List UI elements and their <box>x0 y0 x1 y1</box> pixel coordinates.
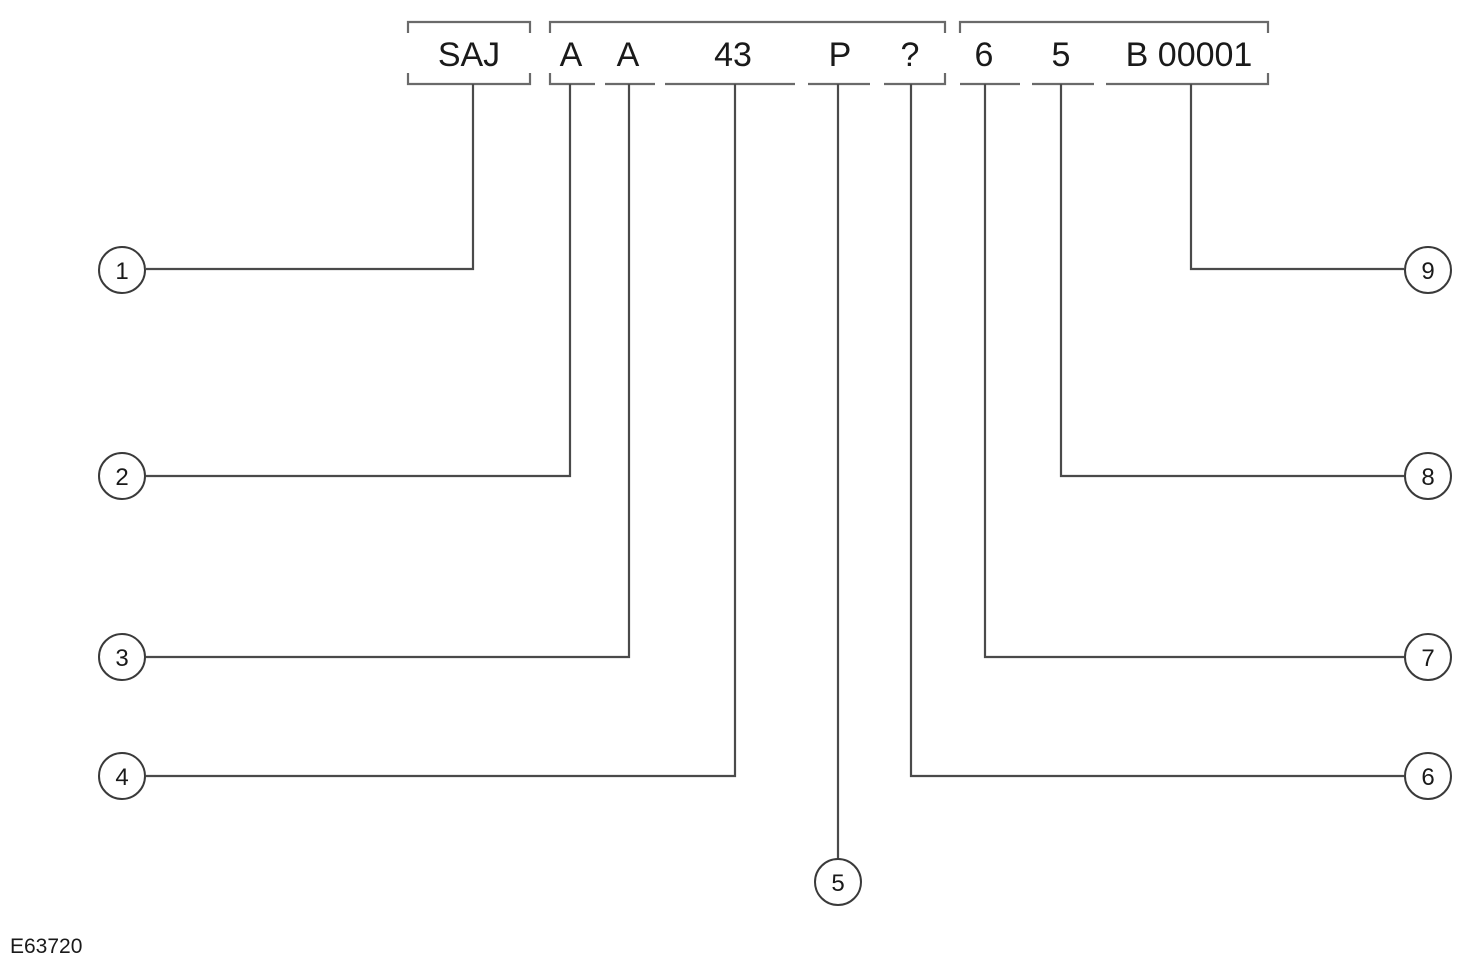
leader-line-2 <box>146 84 572 478</box>
callout-5: 5 <box>814 858 862 906</box>
vin-segment-p: P <box>829 36 852 74</box>
leader-line-3 <box>146 84 631 659</box>
svg-text:1: 1 <box>115 258 128 285</box>
bracket-saj <box>406 20 532 86</box>
callout-9: 9 <box>1404 246 1452 294</box>
vin-segment-b00001: B 00001 <box>1126 36 1253 74</box>
svg-text:4: 4 <box>115 764 128 791</box>
callouts: 1 2 3 4 5 6 7 8 <box>98 246 1452 906</box>
leader-line-4 <box>146 84 737 778</box>
vin-segment-labels: SAJ A A 43 P ? 6 5 B 00001 <box>438 36 1253 74</box>
svg-text:2: 2 <box>115 464 128 491</box>
callout-6: 6 <box>1404 752 1452 800</box>
callout-7: 7 <box>1404 633 1452 681</box>
leader-line-6 <box>909 84 1404 778</box>
vin-segment-a2: A <box>617 36 640 74</box>
vin-segment-43: 43 <box>714 36 752 74</box>
callout-2: 2 <box>98 452 146 500</box>
callout-8: 8 <box>1404 452 1452 500</box>
bracket-serial-group <box>958 20 1270 86</box>
svg-text:3: 3 <box>115 645 128 672</box>
leader-line-1 <box>146 84 475 271</box>
callout-3: 3 <box>98 633 146 681</box>
leader-lines <box>146 84 1404 859</box>
leader-line-7 <box>983 84 1404 659</box>
figure-id: E63720 <box>10 935 82 958</box>
vin-segment-saj: SAJ <box>438 36 500 74</box>
vin-segment-6: 6 <box>975 36 994 74</box>
vin-segment-q: ? <box>901 36 920 74</box>
svg-text:6: 6 <box>1421 764 1434 791</box>
vin-segment-5: 5 <box>1052 36 1071 74</box>
callout-4: 4 <box>98 752 146 800</box>
vin-segment-a1: A <box>560 36 583 74</box>
svg-text:5: 5 <box>831 870 844 897</box>
callout-1: 1 <box>98 246 146 294</box>
svg-text:8: 8 <box>1421 464 1434 491</box>
svg-text:7: 7 <box>1421 645 1434 672</box>
leader-line-8 <box>1059 84 1404 478</box>
svg-text:9: 9 <box>1421 258 1434 285</box>
leader-line-9 <box>1189 84 1404 271</box>
